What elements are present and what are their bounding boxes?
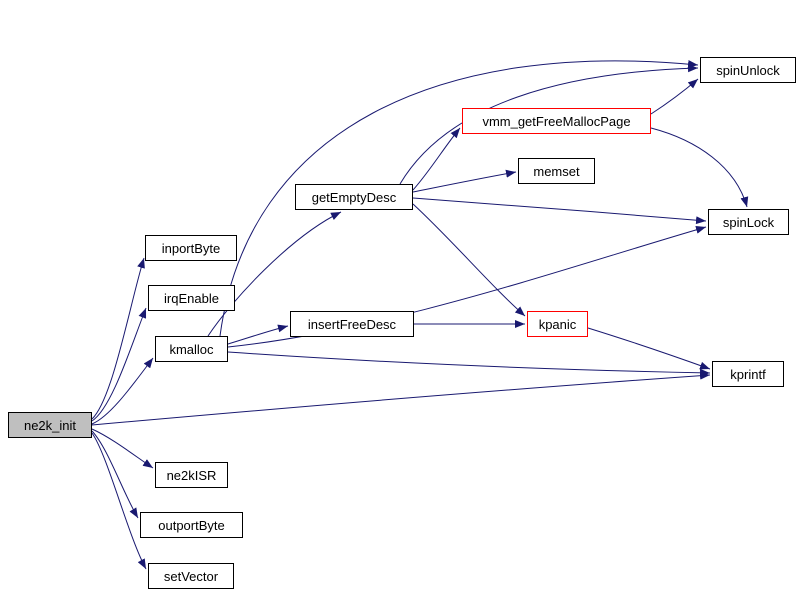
node-ne2k_init[interactable]: ne2k_init (8, 412, 92, 438)
edge-ne2k_init-outportByte (91, 430, 139, 519)
edge-ne2k_init-irqEnable (91, 307, 147, 422)
node-spinUnlock[interactable]: spinUnlock (700, 57, 796, 83)
edge-kmalloc-spinUnlock (219, 60, 699, 337)
node-irqEnable[interactable]: irqEnable (148, 285, 235, 311)
node-inportByte[interactable]: inportByte (145, 235, 237, 261)
edge-kpanic-kprintf (587, 327, 711, 370)
edge-getEmptyDesc-spinUnlock (399, 64, 699, 185)
node-kpanic[interactable]: kpanic (527, 311, 588, 337)
edge-ne2k_init-ne2kISR (91, 428, 154, 469)
node-vmm_getFreeMallocPage[interactable]: vmm_getFreeMallocPage (462, 108, 651, 134)
edge-vmm_getFreeMallocPage-spinLock (650, 127, 749, 208)
edge-kmalloc-kprintf (227, 351, 711, 377)
edge-getEmptyDesc-spinLock (412, 197, 707, 225)
edge-kmalloc-spinLock (227, 225, 707, 348)
edge-ne2k_init-kprintf (91, 371, 711, 426)
node-ne2kISR[interactable]: ne2kISR (155, 462, 228, 488)
edges-group (91, 60, 749, 570)
node-outportByte[interactable]: outportByte (140, 512, 243, 538)
node-insertFreeDesc[interactable]: insertFreeDesc (290, 311, 414, 337)
node-kmalloc[interactable]: kmalloc (155, 336, 228, 362)
edge-getEmptyDesc-kpanic (412, 203, 526, 317)
node-spinLock[interactable]: spinLock (708, 209, 789, 235)
node-kprintf[interactable]: kprintf (712, 361, 784, 387)
edge-getEmptyDesc-vmm_getFreeMallocPage (412, 127, 461, 191)
node-memset[interactable]: memset (518, 158, 595, 184)
node-setVector[interactable]: setVector (148, 563, 234, 589)
edge-vmm_getFreeMallocPage-spinUnlock (650, 78, 699, 115)
edge-kmalloc-insertFreeDesc (227, 324, 289, 345)
edge-getEmptyDesc-memset (412, 169, 517, 193)
edge-kmalloc-getEmptyDesc (207, 211, 342, 337)
node-getEmptyDesc[interactable]: getEmptyDesc (295, 184, 413, 210)
edge-ne2k_init-kmalloc (91, 357, 154, 425)
edge-ne2k_init-inportByte (91, 257, 145, 420)
edge-ne2k_init-setVector (91, 432, 147, 570)
